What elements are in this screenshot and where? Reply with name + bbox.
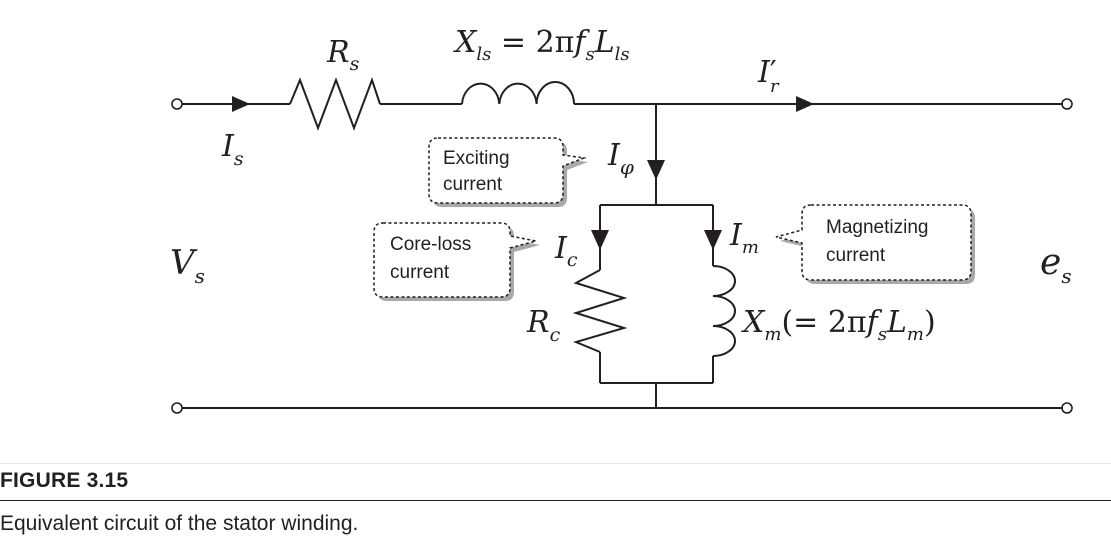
exciting-current-callout: Exciting current — [428, 137, 588, 207]
core-loss-current-callout: Core-loss current — [373, 222, 540, 301]
coreloss-callout-bubble — [373, 222, 537, 298]
is-label: Is — [221, 129, 244, 170]
caption-top-divider — [0, 463, 1111, 464]
ir-arrow — [796, 96, 814, 112]
ic-label: Ic — [554, 231, 578, 271]
figure-label: FIGURE 3.15 — [0, 469, 129, 492]
magnetizing-callout-bubble — [775, 204, 972, 281]
iphi-arrow — [647, 160, 665, 180]
magnetizing-current-callout: Magnetizing current — [775, 204, 975, 284]
terminal-bottom-left — [171, 402, 183, 414]
coreloss-callout-line1: Core-loss — [390, 234, 471, 255]
im-arrow — [704, 230, 722, 250]
xls-label: Xls = 2πfsLls — [453, 25, 630, 65]
exciting-callout-line2: current — [443, 174, 503, 195]
leakage-inductor — [461, 81, 575, 105]
is-arrow — [232, 96, 250, 112]
ic-arrow — [591, 230, 609, 250]
magnetizing-callout-line1: Magnetizing — [826, 217, 928, 238]
im-label: Im — [729, 218, 759, 258]
terminal-bottom-right — [1061, 402, 1073, 414]
equivalent-circuit-diagram: Rs Xls = 2πfsLls I′ r Is Iφ Ic Im Rc Xm(… — [170, 25, 1073, 414]
exciting-callout-line1: Exciting — [443, 148, 510, 169]
rc-label: Rc — [526, 305, 561, 346]
core-loss-resistor — [572, 269, 628, 353]
vs-label: Vs — [170, 243, 205, 288]
terminal-top-left — [171, 98, 183, 110]
magnetizing-callout-line2: current — [826, 245, 886, 266]
es-label: es — [1040, 242, 1072, 288]
rs-label: Rs — [326, 35, 360, 75]
caption-divider — [0, 500, 1111, 501]
terminal-top-right — [1061, 98, 1073, 110]
exciting-callout-bubble — [428, 137, 587, 204]
ir-subscript: r — [770, 76, 780, 97]
xm-label: Xm(= 2πfsLm) — [741, 305, 936, 345]
stator-resistor — [289, 77, 381, 131]
magnetizing-inductor — [712, 265, 736, 357]
ir-prime-label: I′ — [757, 55, 777, 90]
figure-caption: Equivalent circuit of the stator winding… — [0, 512, 359, 535]
iphi-label: Iφ — [607, 138, 634, 179]
coreloss-callout-line2: current — [390, 262, 450, 283]
